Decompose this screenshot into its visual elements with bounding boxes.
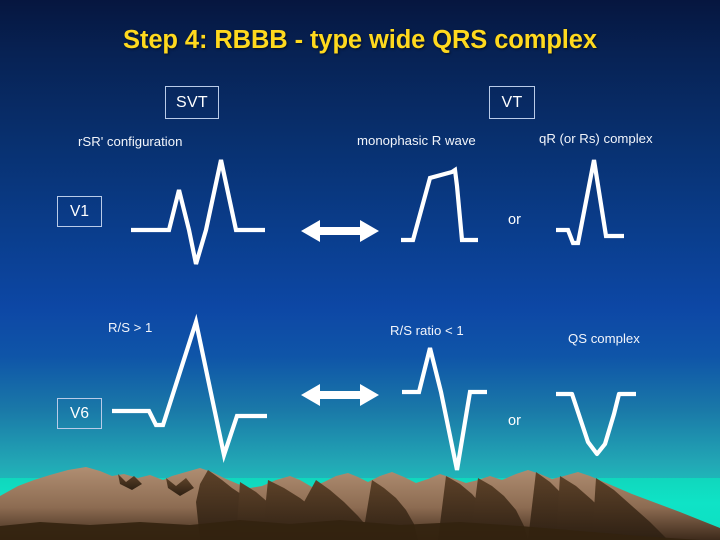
double-arrow-row2-icon bbox=[301, 384, 379, 406]
lead-box-v6-label: V6 bbox=[70, 404, 89, 422]
or-label-row1: or bbox=[508, 212, 521, 228]
caption-qs-complex: QS complex bbox=[568, 331, 640, 346]
ecg-trace-v1-svt-rsr bbox=[131, 159, 265, 265]
mode-box-vt: VT bbox=[489, 86, 535, 119]
mountain-silhouette bbox=[0, 467, 720, 540]
caption-rsr-configuration: rSR' configuration bbox=[78, 134, 183, 149]
caption-qr-complex: qR (or Rs) complex bbox=[539, 131, 653, 146]
mode-box-vt-label: VT bbox=[501, 93, 523, 111]
caption-monophasic-r-wave: monophasic R wave bbox=[357, 133, 476, 148]
caption-rs-ratio-less-than-1: R/S ratio < 1 bbox=[390, 323, 464, 338]
mode-box-svt-label: SVT bbox=[175, 93, 209, 111]
ecg-trace-v1-vt-monophasic-r bbox=[401, 166, 478, 243]
or-label-row2: or bbox=[508, 413, 521, 429]
ecg-trace-v1-vt-qr bbox=[556, 159, 624, 246]
caption-rs-greater-than-1: R/S > 1 bbox=[108, 320, 153, 335]
lead-box-v1-label: V1 bbox=[70, 202, 89, 220]
mode-box-svt: SVT bbox=[165, 86, 219, 119]
lead-box-v6: V6 bbox=[57, 398, 102, 429]
lead-box-v1: V1 bbox=[57, 196, 102, 227]
double-arrow-row1-icon bbox=[301, 220, 379, 242]
slide-title: Step 4: RBBB - type wide QRS complex bbox=[123, 26, 597, 54]
